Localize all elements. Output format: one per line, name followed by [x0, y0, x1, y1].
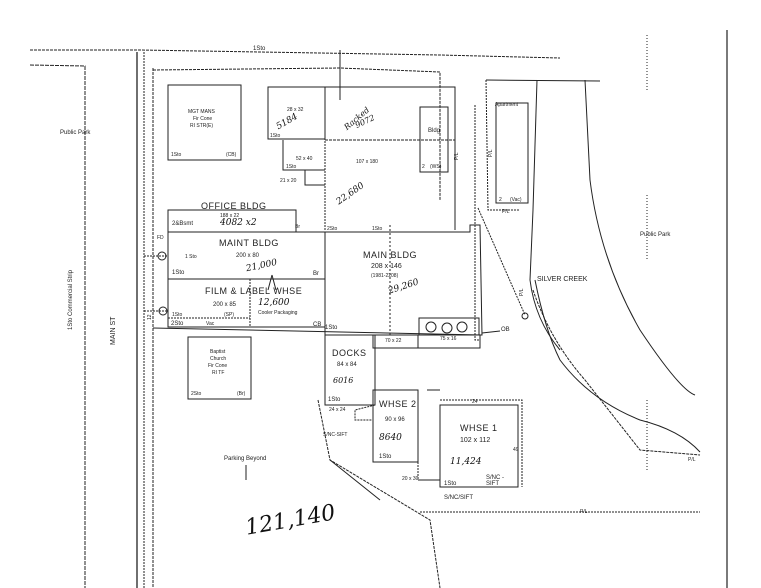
film-code-a: Vac	[206, 321, 215, 327]
annex-dims: 52 x 40	[296, 156, 313, 162]
main-bldg-years: (1981-2208)	[371, 273, 399, 279]
docks-dims: 84 x 84	[337, 362, 357, 368]
maint-title: MAINT BLDG	[219, 238, 279, 248]
small-top-stories: 1Sto	[270, 133, 281, 139]
baptist-code: (Br)	[237, 391, 246, 397]
maint-dims: 200 x 80	[236, 253, 260, 259]
docks-hand: 6016	[333, 376, 354, 385]
film-subtitle: Cooler Packaging	[258, 310, 298, 316]
whse2-link: 24 x 24	[329, 407, 346, 413]
pl-marker-1: P/L	[488, 149, 494, 157]
whse1-dims: 102 x 112	[460, 437, 491, 444]
whse1-title: WHSE 1	[460, 423, 498, 433]
apartment-title: Apartment	[495, 102, 519, 108]
office-dims: 188 x 22	[220, 213, 240, 219]
baptist-line1: Baptist	[210, 349, 226, 355]
whse2-hand: 8640	[379, 433, 402, 443]
film-code-b: (SP)	[224, 312, 234, 318]
film-hand: 12,600	[258, 298, 290, 308]
left-strip-label: 1Sto Commercial Strip	[68, 269, 74, 330]
hydrant-number: 12	[147, 314, 153, 320]
pl-marker-4: P/L	[502, 209, 510, 215]
whse1-link-code: S/NC/SIFT	[444, 495, 474, 501]
office-code: Br	[295, 224, 300, 230]
whse2-stories: 1Sto	[379, 454, 392, 460]
whse1-top: 24	[472, 399, 478, 405]
film-dims: 200 x 85	[213, 302, 237, 308]
parking-label: Parking Beyond	[224, 456, 267, 462]
apartment-code: (Vac)	[510, 197, 522, 203]
office-hand: 4082 x2	[220, 218, 257, 228]
mgt-stories: 1Sto	[171, 152, 182, 158]
whse1-code: S/NC -SIFT	[486, 475, 504, 487]
tanks-code: OB	[501, 327, 510, 333]
small-link-dims: 21 x 20	[280, 178, 297, 184]
maint-stories: 1Sto	[172, 270, 185, 276]
pl-marker-5: P/L	[688, 457, 696, 463]
whse1-link: 20 x 30	[402, 476, 419, 482]
main-bldg-title: MAIN BLDG	[363, 250, 418, 260]
left-lot-label: Public Park	[60, 130, 91, 136]
main-bldg-dims: 208 x 146	[371, 263, 402, 270]
film-stories: 1Sto	[172, 312, 183, 318]
baptist-line3: Fir Cone	[208, 363, 228, 369]
baptist-line2: Church	[210, 356, 227, 362]
baptist-line4: RI TF	[212, 370, 225, 376]
fd-marker: FD	[157, 235, 164, 241]
pl-marker-2: P/L	[454, 152, 460, 160]
pl-marker-6: P/L	[580, 509, 588, 515]
whse2-title: WHSE 2	[379, 399, 417, 409]
main-bldg-stories: 1Sto	[325, 325, 338, 331]
tall-strip-dims: 107 x 180	[356, 159, 378, 165]
docks-title: DOCKS	[332, 348, 367, 358]
main-bldg-stories-top: 2Sto	[327, 226, 338, 232]
tanks-dims: 75 x 16	[440, 336, 457, 342]
apartment-stories: 2	[499, 197, 502, 203]
right-lot-label: Public Park	[640, 232, 671, 238]
mgt-line3: RI STR(E)	[190, 123, 214, 129]
baptist-stories: 2Sto	[191, 391, 202, 397]
mgt-line1: MGT MANS	[188, 109, 215, 115]
annex-stories: 1Sto	[286, 164, 297, 170]
dock-link-dims: 70 x 22	[385, 338, 402, 344]
whse2-dims: 90 x 96	[385, 417, 405, 423]
film-stories2: 2Sto	[171, 321, 184, 327]
maint-side-note: 1 Sto	[185, 254, 197, 260]
mgt-code: (CB)	[226, 152, 237, 158]
maint-code: Br	[313, 271, 319, 277]
main-bldg-code-top: 1Sto	[372, 226, 383, 232]
bldg-right-stories: 2	[422, 164, 425, 170]
film-title: FILM & LABEL WHSE	[205, 286, 303, 296]
whse1-hand: 11,424	[450, 457, 482, 467]
mgt-line2: Fir Cone	[193, 116, 213, 122]
bldg-right-title: Bldg	[428, 128, 441, 134]
office-stories: 2&Bsmt	[172, 221, 194, 227]
small-top-dims: 28 x 32	[287, 107, 304, 113]
pl-marker-3: P/L	[519, 288, 525, 296]
docks-stories: 1Sto	[328, 397, 341, 403]
bldg-right-code: (WS)	[430, 164, 442, 170]
whse1-side: 49	[513, 447, 519, 453]
main-st-label: MAIN ST	[110, 316, 117, 345]
whse1-stories: 1Sto	[444, 481, 457, 487]
top-road-label: 1Sto	[253, 46, 266, 52]
film-code-c: CB	[313, 322, 322, 328]
office-title: OFFICE BLDG	[201, 201, 267, 211]
creek-label: SILVER CREEK	[537, 276, 588, 283]
whse2-link-code: S/NC-SIFT	[323, 432, 348, 438]
